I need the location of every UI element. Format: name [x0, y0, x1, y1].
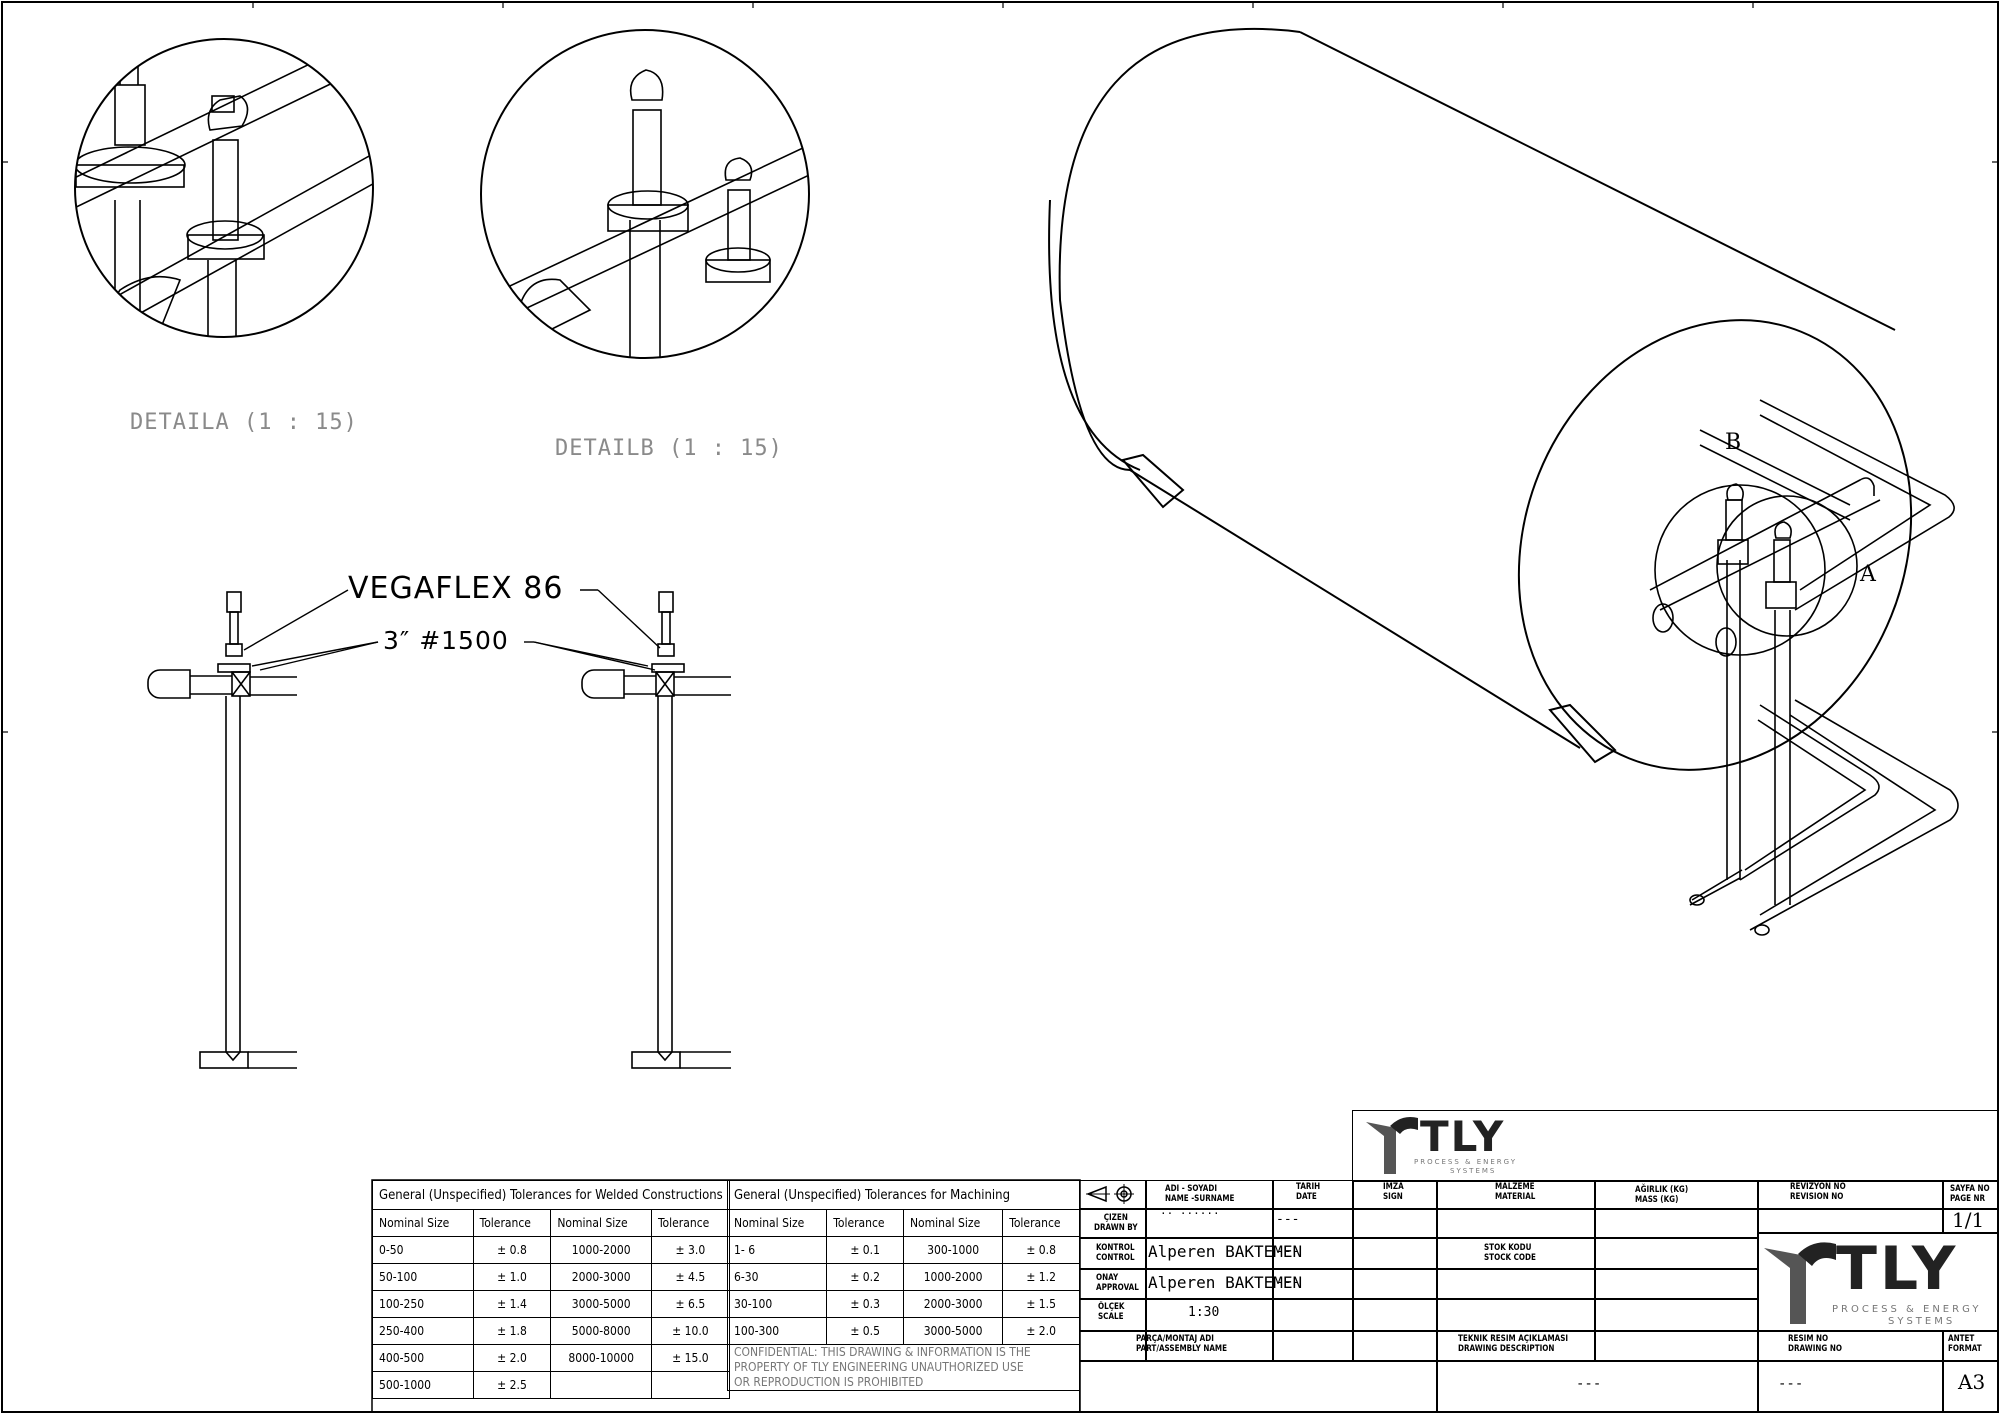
- detail-b-label: DETAILB (1 : 15): [555, 436, 783, 461]
- table-header: Nominal Size: [726, 1209, 828, 1237]
- table-row: 500-1000± 2.5: [372, 1371, 730, 1399]
- confidential-row: CONFIDENTIAL: THIS DRAWING & INFORMATION…: [727, 1344, 1080, 1391]
- drawn-by-value: .. ......: [1160, 1204, 1220, 1217]
- instrument-callout: VEGAFLEX 86: [348, 571, 564, 606]
- machining-table-title: General (Unspecified) Tolerances for Mac…: [727, 1180, 1080, 1210]
- table-header: Tolerance: [651, 1209, 730, 1237]
- projection-symbol-icon: [1086, 1184, 1134, 1204]
- detail-a-label: DETAILA (1 : 15): [130, 410, 358, 435]
- table-header: Nominal Size: [550, 1209, 652, 1237]
- drawing-no-value: ---: [1778, 1376, 1804, 1392]
- page-value: 1/1: [1952, 1208, 1985, 1232]
- scale-value: 1:30: [1188, 1305, 1220, 1320]
- logo-name: TLY: [1420, 1112, 1506, 1161]
- logo-tagline: PROCESS & ENERGY: [1832, 1304, 1982, 1315]
- table-header: Tolerance: [826, 1209, 904, 1237]
- top-logo-box: [1352, 1110, 1998, 1182]
- detail-b-marker: B: [1725, 430, 1742, 455]
- drawn-date-value: ---: [1276, 1212, 1300, 1227]
- table-header: Nominal Size: [902, 1209, 1004, 1237]
- format-value: A3: [1958, 1370, 1986, 1394]
- logo-name: TLY: [1836, 1234, 1959, 1304]
- confidential-line: PROPERTY OF TLY ENGINEERING UNAUTHORIZED…: [734, 1360, 1024, 1374]
- tank-isometric-view: [1048, 27, 1913, 771]
- logo-tagline: PROCESS & ENERGY: [1414, 1158, 1517, 1166]
- elevation-view-2: [581, 591, 731, 1069]
- welded-tolerance-table: General (Unspecified) Tolerances for Wel…: [372, 1180, 730, 1399]
- flange-callout: 3″ #1500: [383, 626, 509, 655]
- control-date-value: ---: [1276, 1244, 1300, 1259]
- machining-tolerance-table: General (Unspecified) Tolerances for Mac…: [726, 1180, 1080, 1391]
- confidential-line: OR REPRODUCTION IS PROHIBITED: [734, 1375, 924, 1389]
- detail-a-marker: A: [1860, 562, 1876, 587]
- welded-table-title: General (Unspecified) Tolerances for Wel…: [372, 1180, 730, 1210]
- description-value: ---: [1576, 1376, 1602, 1392]
- control-name-value: Alperen BAKTEMEN: [1148, 1242, 1303, 1261]
- elevation-view-1: [147, 591, 297, 1069]
- company-logo: TLY PROCESS & ENERGY SYSTEMS: [1760, 1234, 1996, 1328]
- company-logo-small: TLY PROCESS & ENERGY SYSTEMS: [1362, 1112, 1622, 1180]
- callout-leaders: [243, 589, 661, 671]
- tly-logo-mark-icon: [1764, 1242, 1836, 1324]
- confidential-line: CONFIDENTIAL: THIS DRAWING & INFORMATION…: [734, 1345, 1031, 1359]
- approval-name-value: Alperen BAKTEMEN: [1148, 1273, 1303, 1292]
- mass-header: AĞIRLIK (KG)MASS (KG): [1635, 1185, 1689, 1205]
- approval-date-value: ---: [1276, 1275, 1300, 1290]
- table-header: Tolerance: [1002, 1209, 1080, 1237]
- logo-tagline-2: SYSTEMS: [1450, 1167, 1497, 1175]
- detail-a-view: [74, 38, 374, 338]
- tly-logo-mark-icon: [1366, 1117, 1418, 1174]
- tank-piping: [1649, 399, 1959, 936]
- title-block: [1079, 1180, 1998, 1412]
- table-header: Nominal Size: [372, 1209, 474, 1237]
- table-header: Tolerance: [472, 1209, 552, 1237]
- logo-tagline-2: SYSTEMS: [1888, 1316, 1956, 1327]
- detail-b-view: [480, 29, 810, 359]
